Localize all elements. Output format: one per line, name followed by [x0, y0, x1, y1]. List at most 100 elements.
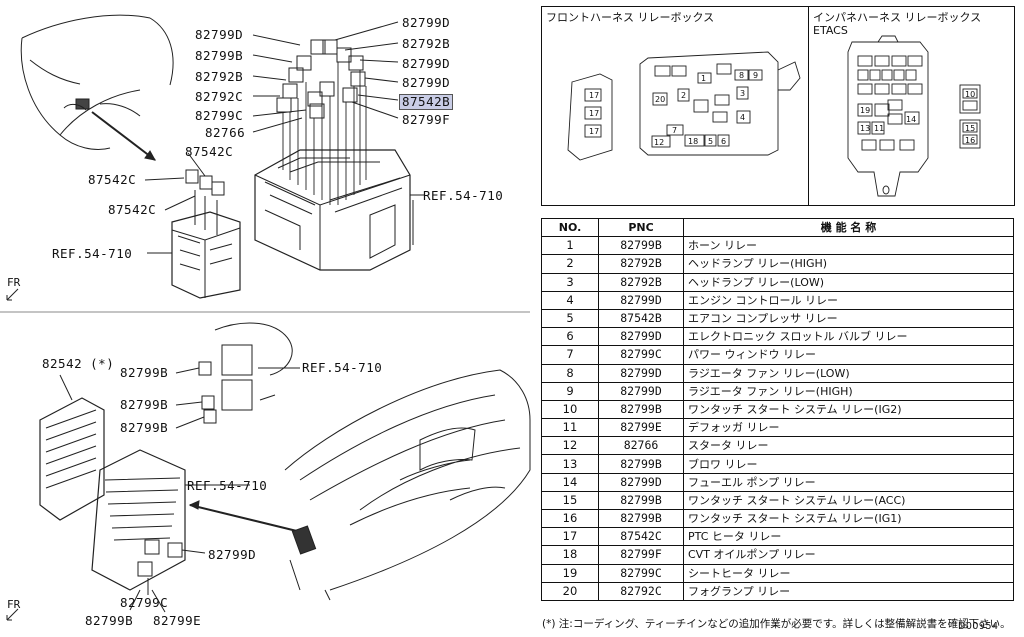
- cell-name: デフォッガ リレー: [683, 418, 1014, 438]
- cell-pnc: 82799B: [598, 490, 684, 511]
- cell-name: エレクトロニック スロットル バルブ リレー: [683, 327, 1014, 347]
- cell-pnc: 82799D: [598, 472, 684, 492]
- label-82799D-right-1: 82799D: [402, 15, 451, 30]
- cell-pnc: 82799B: [598, 399, 684, 420]
- cell-no: 16: [541, 508, 599, 529]
- label-87542B-highlighted[interactable]: 87542B: [399, 94, 454, 110]
- label-82792C-left: 82792C: [195, 89, 244, 104]
- cell-name: ワンタッチ スタート システム リレー(IG1): [683, 508, 1014, 529]
- cell-no: 14: [541, 472, 599, 492]
- cell-no: 4: [541, 290, 599, 310]
- label-82792B-right: 82792B: [402, 36, 451, 51]
- cell-name: スタータ リレー: [683, 436, 1014, 456]
- cell-name: ラジエータ ファン リレー(HIGH): [683, 381, 1014, 401]
- header-pnc: PNC: [598, 217, 684, 238]
- cell-name: ブロワ リレー: [683, 454, 1014, 474]
- table-header-row: NO. PNC 機 能 名 称: [541, 217, 1014, 238]
- cell-pnc: 82799C: [598, 345, 684, 365]
- cell-name: PTC ヒータ リレー: [683, 527, 1014, 547]
- cell-pnc: 82799C: [598, 563, 684, 583]
- cell-no: 12: [541, 436, 599, 456]
- label-82799B-bottom-1: 82799B: [120, 365, 169, 380]
- footnote: (*) 注:コーディング、ティーチインなどの追加作業が必要です。詳しくは整備解説…: [542, 618, 1011, 630]
- label-82799D-top-left: 82799D: [195, 27, 244, 42]
- cell-pnc: 82799B: [598, 508, 684, 529]
- cell-no: 8: [541, 363, 599, 383]
- cell-name: フォグランプ リレー: [683, 581, 1014, 601]
- cell-no: 13: [541, 454, 599, 474]
- label-82799C-left: 82799C: [195, 108, 244, 123]
- label-ref-54-710-bottom-b: REF.54-710: [187, 478, 268, 493]
- cell-pnc: 82799F: [598, 545, 684, 565]
- cell-no: 7: [541, 345, 599, 365]
- front-harness-box-title: フロントハーネス リレーボックス: [546, 11, 715, 24]
- label-87542C-low: 87542C: [108, 202, 157, 217]
- cell-pnc: 82799D: [598, 290, 684, 310]
- cell-name: シートヒータ リレー: [683, 563, 1014, 583]
- cell-name: エアコン コンプレッサ リレー: [683, 308, 1014, 329]
- exploded-parts-illustration: [0, 14, 531, 621]
- cell-no: 18: [541, 545, 599, 565]
- front-direction-label-top: FR: [7, 276, 21, 289]
- cell-no: 10: [541, 399, 599, 420]
- label-ref-54-710-right: REF.54-710: [423, 188, 504, 203]
- relay-box-divider: [808, 6, 809, 206]
- label-ref-54-710-left: REF.54-710: [52, 246, 133, 261]
- label-82799D-right-3: 82799D: [402, 75, 451, 90]
- label-87542C-mid: 87542C: [88, 172, 137, 187]
- label-82542: 82542 (*): [42, 356, 115, 371]
- cell-pnc: 82799D: [598, 381, 684, 401]
- cell-pnc: 82792C: [598, 581, 684, 601]
- cell-no: 2: [541, 254, 599, 274]
- label-82799B-bottom-2: 82799B: [120, 397, 169, 412]
- cell-pnc: 82799B: [598, 454, 684, 474]
- cell-pnc: 82766: [598, 436, 684, 456]
- label-82766: 82766: [205, 125, 246, 140]
- front-direction-label-bottom: FR: [7, 598, 21, 611]
- inst-panel-box-title: インパネハーネス リレーボックス: [813, 11, 982, 24]
- label-82799F: 82799F: [402, 112, 451, 127]
- cell-name: ヘッドランプ リレー(LOW): [683, 272, 1014, 292]
- cell-pnc: 82799E: [598, 418, 684, 438]
- cell-pnc: 87542B: [598, 308, 684, 329]
- label-82799B-bottom-4: 82799B: [85, 613, 134, 628]
- cell-pnc: 82799D: [598, 327, 684, 347]
- header-function-name: 機 能 名 称: [683, 217, 1014, 238]
- relay-box-panel: [541, 6, 1015, 206]
- label-82799B-bottom-3: 82799B: [120, 420, 169, 435]
- label-82799C-bottom: 82799C: [120, 595, 169, 610]
- cell-no: 1: [541, 236, 599, 256]
- cell-no: 15: [541, 490, 599, 511]
- cell-no: 9: [541, 381, 599, 401]
- label-ref-54-710-bottom-a: REF.54-710: [302, 360, 383, 375]
- cell-pnc: 82799D: [598, 363, 684, 383]
- cell-name: ラジエータ ファン リレー(LOW): [683, 363, 1014, 383]
- cell-no: 11: [541, 418, 599, 438]
- etacs-label: ETACS: [813, 24, 848, 37]
- cell-pnc: 87542C: [598, 527, 684, 547]
- cell-name: ワンタッチ スタート システム リレー(IG2): [683, 399, 1014, 420]
- cell-name: ホーン リレー: [683, 236, 1014, 256]
- cell-no: 6: [541, 327, 599, 347]
